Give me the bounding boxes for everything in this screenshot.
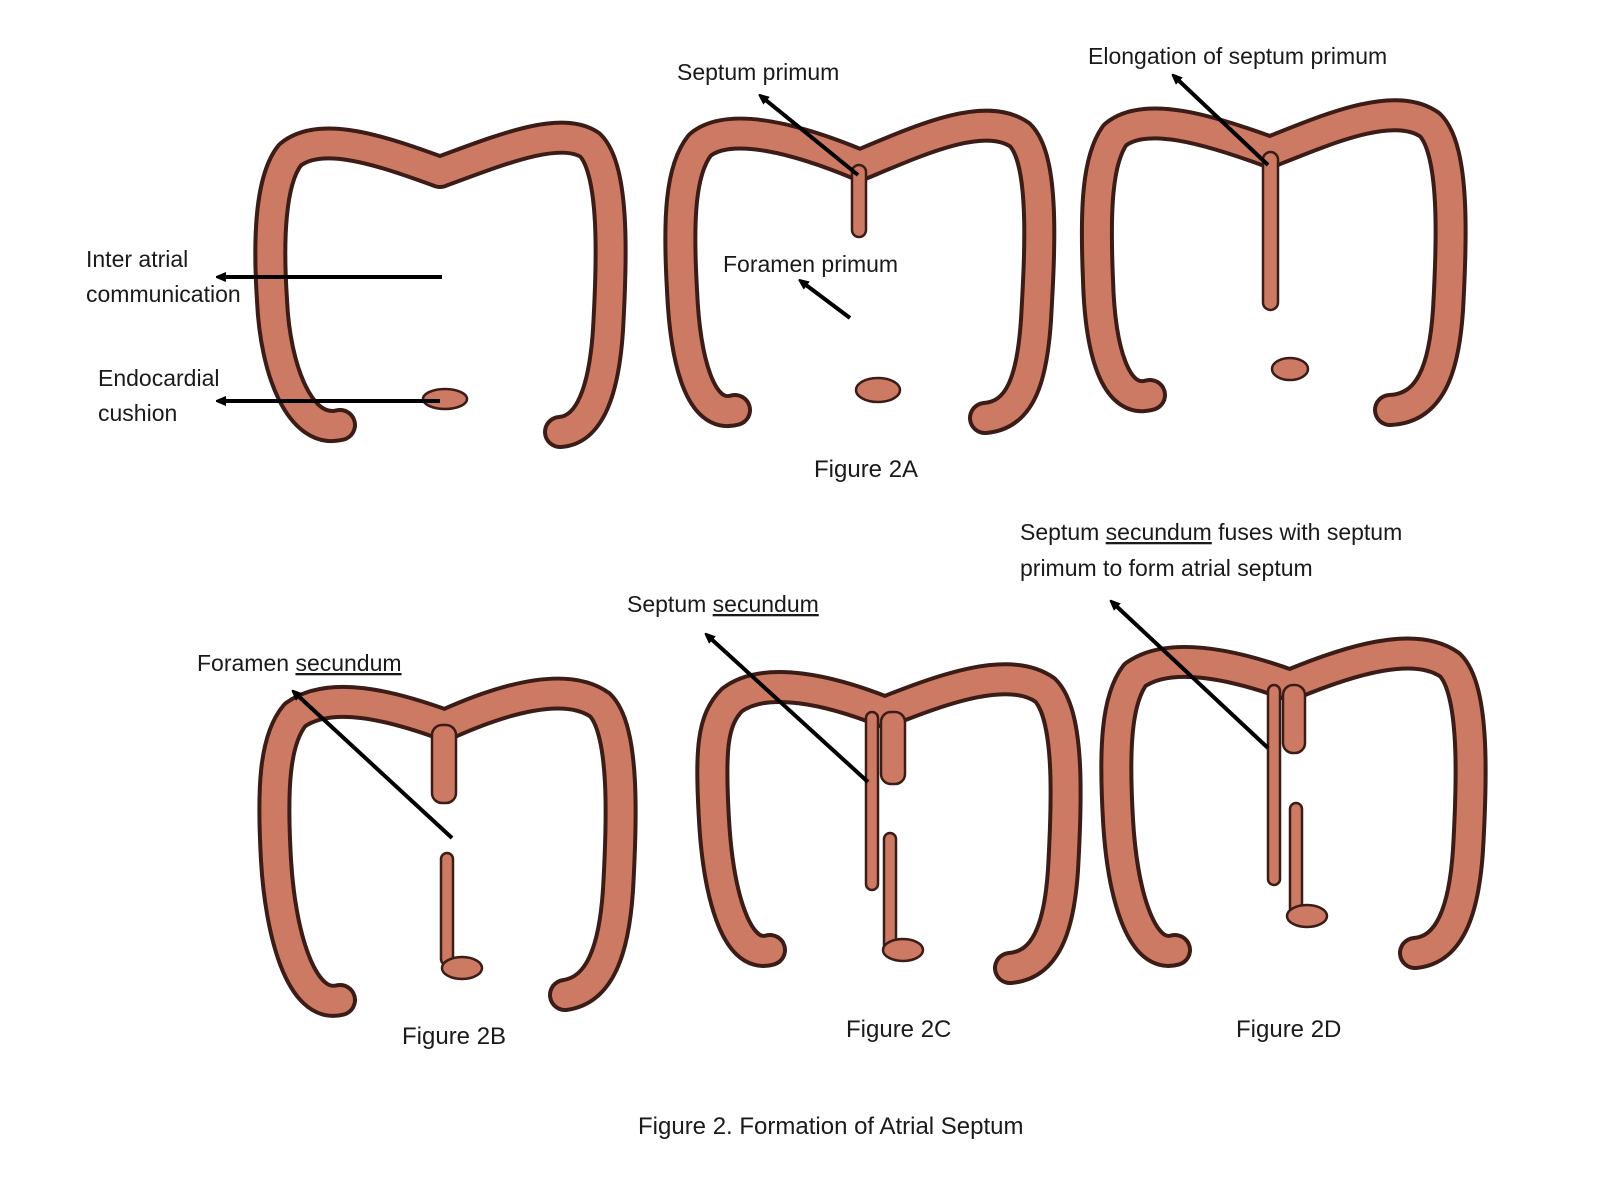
arrow-elongation [1175,77,1270,167]
panel-2a-stage2 [663,108,1057,435]
panel-2a-stage3 [1079,98,1468,427]
septum-primum-lower [439,851,455,967]
septum-primum-stub [850,163,868,239]
caption-2d: Figure 2D [1236,1016,1341,1043]
label-endocardial-1: Endocardial [98,365,219,391]
label-endocardial-2: cushion [98,400,177,426]
septum-primum-lower-2c [882,831,898,955]
label-inter-atrial-2: communication [86,281,241,307]
endocardial-cushion-2 [854,376,902,404]
endocardial-cushion-2c [881,937,925,963]
figure-caption: Figure 2. Formation of Atrial Septum [638,1113,1024,1140]
label-fuses-1: Septum secundum fuses with septum [1020,519,1402,545]
caption-2b: Figure 2B [402,1023,506,1050]
arrow-foramen-primum [802,282,852,320]
panel-2d [1099,636,1488,970]
panel-2a-stage1 [253,120,628,449]
label-inter-atrial-1: Inter atrial [86,246,188,272]
arrow-septum-secundum [708,636,870,784]
endocardial-cushion-2b [440,955,484,981]
caption-2a: Figure 2A [814,456,918,483]
septum-secundum-2d [1266,683,1282,887]
label-septum-secundum: Septum secundum [627,591,819,617]
septum-primum-2c [879,710,907,786]
endocardial-cushion-3 [1270,356,1310,382]
label-foramen-secundum: Foramen secundum [197,650,402,676]
arrow-foramen-secundum [295,693,454,840]
label-elongation: Elongation of septum primum [1088,43,1387,69]
endocardial-cushion-2d [1285,903,1329,929]
septum-primum-long [1261,150,1280,312]
panel-2b [257,676,638,1018]
arrow-septum-primum [762,97,860,177]
septum-primum-2d [1281,683,1307,755]
septum-primum-upper [430,723,458,805]
label-septum-primum: Septum primum [677,59,839,85]
septum-secundum-2c [864,710,880,892]
panel-2c [695,662,1083,985]
caption-2c: Figure 2C [846,1016,951,1043]
arrow-fuses [1113,603,1270,750]
label-foramen-primum: Foramen primum [723,251,898,277]
label-fuses-2: primum to form atrial septum [1020,555,1313,581]
